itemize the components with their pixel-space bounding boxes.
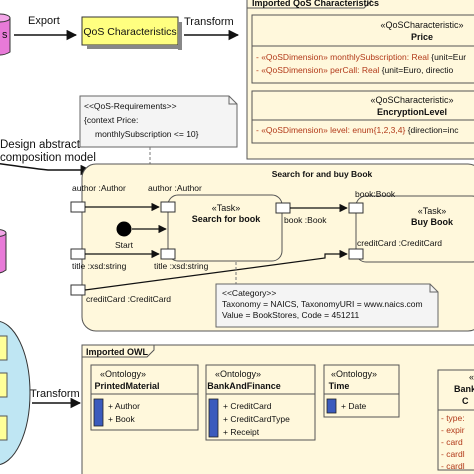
price-attribute-2: - «QoSDimension» perCall: Real {unit=Eur…	[256, 65, 454, 75]
label-book-in: book:Book	[355, 189, 396, 199]
category-line-3: Value = BookStores, Code = 451211	[222, 310, 359, 320]
partial-bank-attr-4: - cardl	[441, 449, 465, 459]
bank-and-finance-item-3: + Receipt	[223, 427, 260, 437]
requirements-line-3: monthlySubscription <= 10}	[95, 129, 199, 139]
composition-title: Search for and buy Book	[272, 169, 373, 179]
encryption-level-class[interactable]: «QoSCharacteristic» EncryptionLevel - «Q…	[251, 90, 474, 144]
partial-bank-name-2: C	[462, 396, 469, 406]
pin-credit-left[interactable]	[70, 284, 86, 296]
label-credit-in: creditCard :CreditCard	[357, 238, 442, 248]
database-top: s	[0, 13, 11, 56]
partial-bank-attr-2: - expir	[441, 425, 465, 435]
pin-book-in[interactable]	[348, 202, 364, 214]
time-class-icon	[326, 398, 337, 414]
price-attribute-1: - «QoSDimension» monthlySubscription: Re…	[256, 52, 466, 62]
transform-label-bottom: Transform	[30, 388, 80, 400]
svg-text:s: s	[2, 29, 8, 41]
label-title-right: title :xsd:string	[154, 261, 209, 271]
search-task-name: Search for book	[192, 214, 262, 224]
export-label: Export	[28, 15, 60, 27]
pin-author-right[interactable]	[160, 201, 176, 213]
category-note[interactable]: <<Category>> Taxonomy = NAICS, TaxonomyU…	[215, 283, 439, 328]
qos-box-label: QoS Characteristics	[83, 26, 176, 38]
partial-bank-attr-5: - cardl	[441, 461, 465, 471]
partial-bank-stereotype: «	[469, 372, 474, 382]
design-label-line-1: Design abstract	[0, 139, 81, 151]
owl-panel-title: Imported OWL	[86, 347, 148, 357]
search-task-stereotype: «Task»	[212, 203, 241, 213]
pin-credit-in[interactable]	[348, 248, 364, 260]
category-line-1: <<Category>>	[222, 288, 276, 298]
buy-book-task[interactable]: «Task» Buy Book	[355, 195, 474, 263]
printed-material-stereotype: «Ontology»	[100, 369, 146, 379]
bank-and-finance-stereotype: «Ontology»	[215, 369, 261, 379]
label-credit-left: creditCard :CreditCard	[86, 294, 171, 304]
printed-material-item-2: + Book	[108, 414, 135, 424]
label-author-left: author :Author	[72, 183, 126, 193]
printed-material-item-1: + Author	[108, 401, 140, 411]
qos-characteristics-box[interactable]: QoS Characteristics	[81, 16, 182, 50]
search-for-book-task[interactable]: «Task» Search for book	[167, 194, 283, 262]
buy-task-stereotype: «Task»	[418, 206, 447, 216]
encryption-name: EncryptionLevel	[377, 107, 447, 117]
transform-label-top: Transform	[184, 16, 234, 28]
partial-bank-class[interactable]: « Bank C - type: - expir - card - cardl …	[437, 369, 474, 471]
partial-bank-attr-1: - type:	[441, 413, 465, 423]
bank-and-finance-name: BankAndFinance	[207, 381, 281, 391]
price-name: Price	[411, 32, 433, 42]
start-label: Start	[115, 240, 134, 250]
flow-credit-card	[84, 249, 348, 291]
qos-requirements-note[interactable]: <<QoS-Requirements>> {context Price: mon…	[79, 95, 238, 148]
ontology-time[interactable]: «Ontology» Time + Date	[323, 364, 400, 418]
pin-title-right[interactable]	[160, 248, 176, 260]
qos-panel-title: Imported QoS Characteristics	[252, 0, 379, 8]
ontology-source-ellipse	[0, 320, 31, 466]
partial-bank-name-1: Bank	[454, 384, 474, 394]
time-item-1: + Date	[341, 401, 367, 411]
ontology-bank-and-finance[interactable]: «Ontology» BankAndFinance + CreditCard +…	[205, 364, 316, 441]
bank-and-finance-item-1: + CreditCard	[223, 401, 272, 411]
requirements-line-1: <<QoS-Requirements>>	[84, 101, 177, 111]
time-stereotype: «Ontology»	[331, 369, 377, 379]
pin-author-left[interactable]	[70, 201, 86, 213]
partial-bank-attr-3: - card	[441, 437, 463, 447]
printed-material-name: PrintedMaterial	[94, 381, 159, 391]
encryption-stereotype: «QoSCharacteristic»	[370, 95, 453, 105]
pin-title-left[interactable]	[70, 248, 86, 260]
start-node[interactable]	[116, 221, 132, 237]
pin-book-out[interactable]	[275, 202, 291, 214]
label-title-left: title :xsd:string	[72, 261, 127, 271]
encryption-attribute-1: - «QoSDimension» level: enum{1,2,3,4} {d…	[256, 125, 459, 135]
bank-and-finance-item-2: + CreditCardType	[223, 414, 290, 424]
label-author-right: author :Author	[148, 183, 202, 193]
buy-task-name: Buy Book	[411, 217, 454, 227]
label-book-out: book :Book	[284, 215, 327, 225]
printed-material-class-icon	[93, 398, 104, 427]
time-name: Time	[329, 381, 350, 391]
design-label-line-2: composition model	[0, 152, 96, 164]
bank-and-finance-class-icon	[208, 398, 219, 438]
ontology-printed-material[interactable]: «Ontology» PrintedMaterial + Author + Bo…	[90, 364, 199, 431]
price-stereotype: «QoSCharacteristic»	[380, 20, 463, 30]
database-middle	[0, 229, 7, 274]
category-line-2: Taxonomy = NAICS, TaxonomyURI = www.naic…	[222, 299, 423, 309]
requirements-line-2: {context Price:	[84, 115, 138, 125]
price-class[interactable]: «QoSCharacteristic» Price - «QoSDimensio…	[251, 14, 474, 84]
design-arrow	[0, 162, 92, 176]
